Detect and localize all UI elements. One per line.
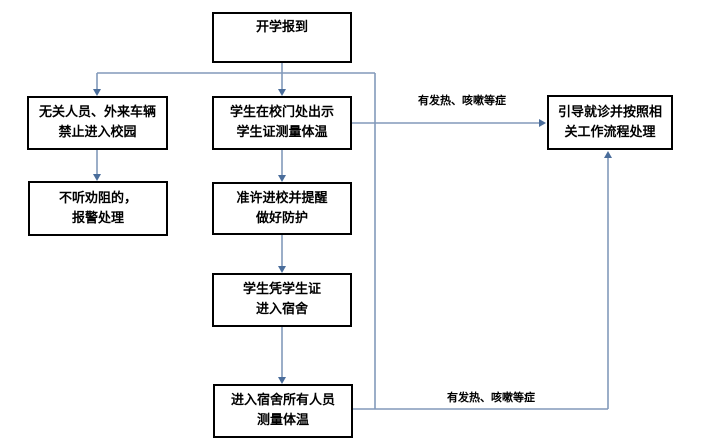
node-medical-referral: 引导就诊并按照相 关工作流程处理 <box>547 95 673 150</box>
node-start-label: 开学报到 <box>255 20 308 35</box>
arrowhead-mid1-right1 <box>539 119 546 127</box>
arrowhead-mid3-mid4 <box>278 377 286 384</box>
node-dorm-temp-check: 进入宿舍所有人员 测量体温 <box>213 384 353 438</box>
arrowhead-up-to-right1 <box>604 151 612 158</box>
edge-label-fever-top: 有发热、咳嗽等症 <box>418 94 506 107</box>
arrowhead-left1-left2 <box>93 174 101 181</box>
arrowhead-mid2-mid3 <box>278 266 286 273</box>
edge-label-fever-bottom: 有发热、咳嗽等症 <box>447 391 535 404</box>
node-gate-id-temp-check-label: 学生在校门处出示 学生证测量体温 <box>229 105 334 140</box>
arrowhead-to-left1 <box>93 89 101 96</box>
node-start: 开学报到 <box>212 12 352 63</box>
node-allow-entry-remind-label: 准许进校并提醒 做好防护 <box>236 190 328 226</box>
node-dorm-entry-with-id: 学生凭学生证 进入宿舍 <box>212 273 352 327</box>
node-outsiders-banned: 无关人员、外来车辆 禁止进入校园 <box>27 96 168 150</box>
node-outsiders-banned-label: 无关人员、外来车辆 禁止进入校园 <box>38 105 156 140</box>
arrowhead-mid1-mid2 <box>278 175 286 182</box>
node-medical-referral-label: 引导就诊并按照相 关工作流程处理 <box>557 104 662 140</box>
node-call-police: 不听劝阻的， 报警处理 <box>28 181 168 236</box>
node-dorm-temp-check-label: 进入宿舍所有人员 测量体温 <box>230 393 335 428</box>
arrowhead-to-mid1 <box>278 89 286 96</box>
node-call-police-label: 不听劝阻的， 报警处理 <box>58 190 137 226</box>
node-allow-entry-remind: 准许进校并提醒 做好防护 <box>212 182 352 235</box>
node-gate-id-temp-check: 学生在校门处出示 学生证测量体温 <box>212 96 352 150</box>
node-dorm-entry-with-id-label: 学生凭学生证 进入宿舍 <box>242 282 321 317</box>
